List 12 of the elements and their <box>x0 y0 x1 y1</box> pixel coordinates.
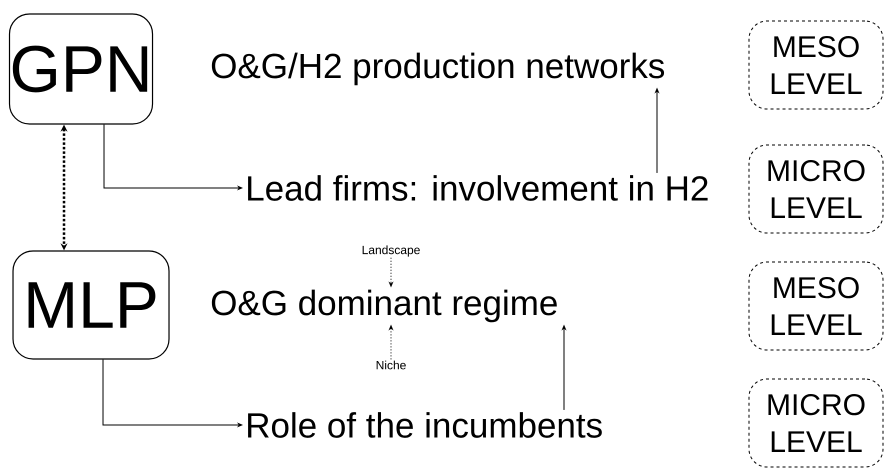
framework-box: MLP <box>12 250 170 360</box>
statement-text: Role of the incumbents <box>248 412 602 438</box>
level-box: MESO LEVEL <box>748 20 884 110</box>
statement-text: O&G dominant regime <box>212 290 557 322</box>
level-box: MICRO LEVEL <box>748 378 884 468</box>
framework-box: GPN <box>8 13 154 125</box>
factor-label: Landscape <box>362 245 420 257</box>
factor-label: Niche <box>376 360 406 370</box>
statement-text: Lead firms: involvement in H2 <box>248 175 708 201</box>
statement-text: O&G/H2 production networks <box>212 52 664 86</box>
level-box: MICRO LEVEL <box>748 144 884 234</box>
level-box: MESO LEVEL <box>748 262 884 350</box>
